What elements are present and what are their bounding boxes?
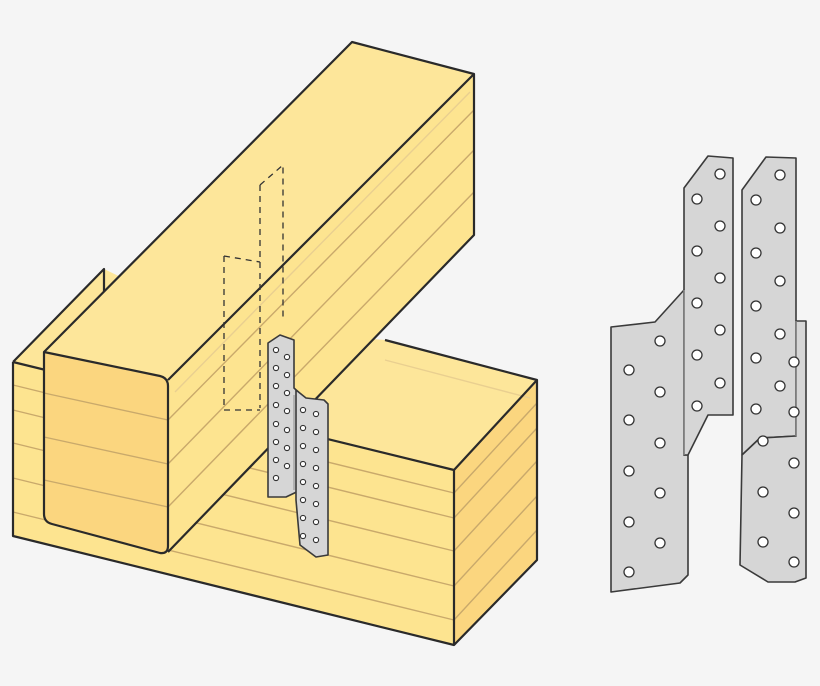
main-beam-end-face — [454, 380, 537, 645]
main-beam-outline — [11, 267, 539, 647]
joist-end-grain — [43, 392, 169, 508]
hanger-left-web-holes — [691, 168, 726, 412]
hanger-left-holes — [623, 335, 666, 578]
secondary-joist — [42, 40, 476, 555]
detached-hanger — [610, 155, 807, 593]
joist-side-face — [168, 74, 474, 552]
hanger-left-web — [683, 155, 734, 456]
hanger-right-web — [741, 156, 797, 456]
installed-hanger-right-plate — [295, 389, 329, 558]
hanger-right-flange-holes — [757, 356, 800, 568]
joist-end-face — [44, 352, 168, 554]
installed-hanger-holes — [272, 346, 320, 544]
joist-outline — [42, 40, 476, 555]
hanger-right-web-holes — [750, 169, 786, 415]
installed-hanger — [267, 334, 329, 558]
hidden-hanger-outline — [223, 163, 284, 411]
joist-top-face — [44, 42, 474, 380]
hanger-left-flange — [610, 289, 689, 593]
joist-side-grain — [167, 91, 475, 508]
hanger-right-flange — [739, 320, 807, 583]
